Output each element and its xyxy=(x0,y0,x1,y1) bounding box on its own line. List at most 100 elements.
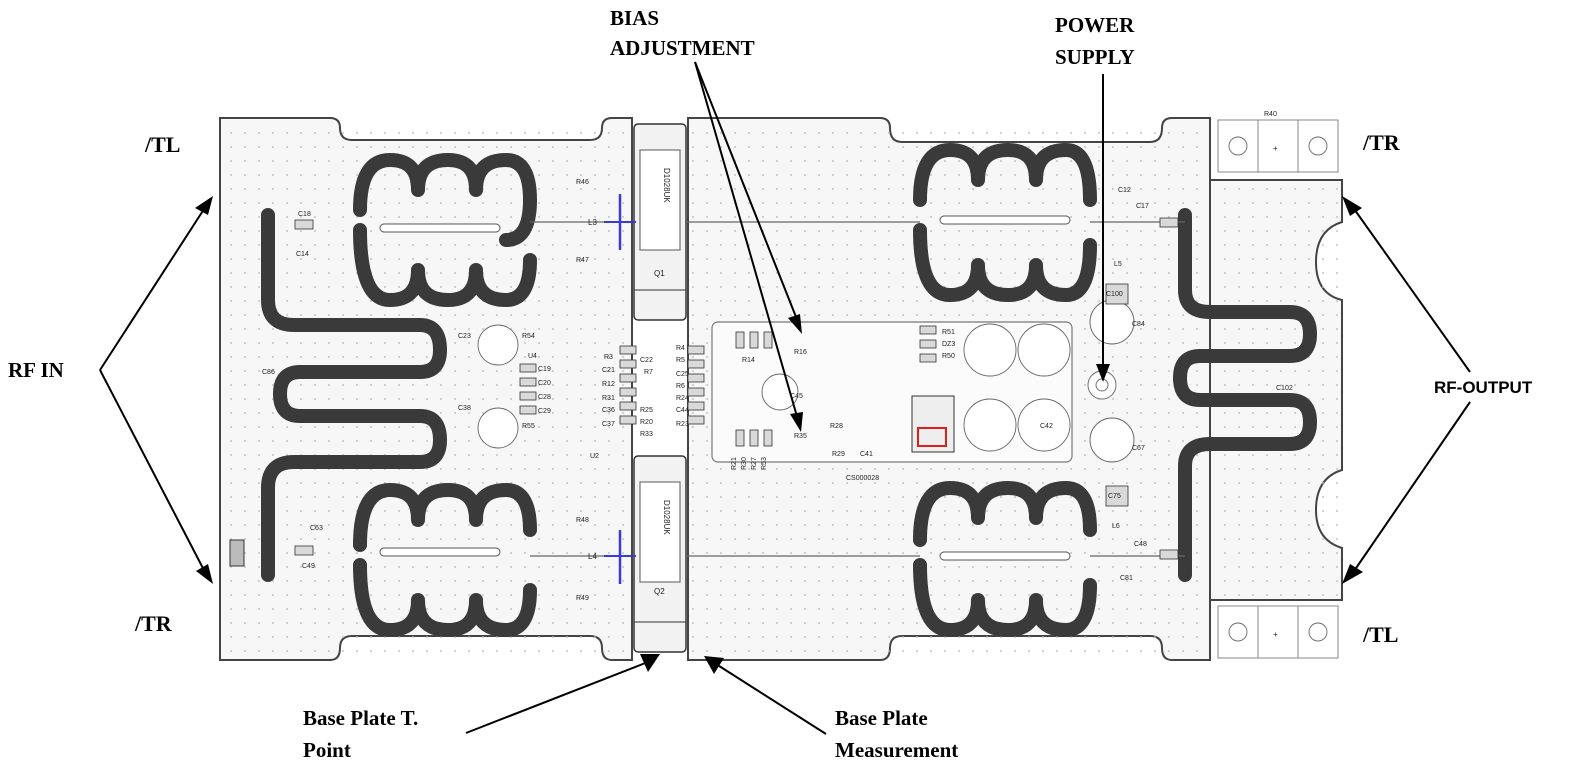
ref-c17: C17 xyxy=(1136,203,1149,210)
pcb-board xyxy=(219,117,1343,661)
board-code: CS000028 xyxy=(846,475,879,482)
rf-output-callout: RF-OUTPUT xyxy=(1342,196,1533,584)
ref-c67: C67 xyxy=(1132,445,1145,452)
ref-r48: R48 xyxy=(576,517,589,524)
ref-c48: C48 xyxy=(1134,541,1147,548)
ref-r33: R33 xyxy=(640,431,653,438)
input-upper-meander-b xyxy=(353,223,537,307)
output-lower-meander xyxy=(913,481,1097,547)
ref-r50: R50 xyxy=(942,353,955,360)
ref-r53: R53 xyxy=(761,457,768,470)
ref-r28: R28 xyxy=(830,423,843,430)
ref-c12: C12 xyxy=(1118,187,1131,194)
q2-reference: Q2 xyxy=(654,587,665,596)
rf-in-callout: RF IN xyxy=(8,196,213,584)
ref-c44: C44 xyxy=(676,407,689,414)
ref-r35: R35 xyxy=(794,433,807,440)
bias-trimmer xyxy=(911,395,955,453)
label-rf-output: RF-OUTPUT xyxy=(1434,378,1533,397)
label-tr-bottom-left: /TR xyxy=(134,611,173,636)
power-supply-callout: POWER SUPPLY xyxy=(1055,13,1135,382)
ref-c81: C81 xyxy=(1120,575,1133,582)
ref-r55: R55 xyxy=(522,423,535,430)
load-resistor-bottom: + xyxy=(1217,605,1339,659)
input-upper-meander xyxy=(353,153,537,247)
ref-r12: R12 xyxy=(602,381,615,388)
ref-c84: C84 xyxy=(1132,321,1145,328)
ref-l6: L6 xyxy=(1112,523,1120,530)
ref-c19: C19 xyxy=(538,366,551,373)
input-lower-meander-b xyxy=(353,558,537,637)
ref-r21: R21 xyxy=(731,457,738,470)
ref-r16: R16 xyxy=(794,349,807,356)
smd-pads xyxy=(229,217,1179,567)
inductor-l3: L3 xyxy=(588,194,636,250)
ref-c14: C14 xyxy=(296,251,309,258)
r40-label: R40 xyxy=(1264,111,1277,118)
label-base-m-line2: Measurement xyxy=(835,738,958,762)
ref-r6: R6 xyxy=(676,383,685,390)
ref-c49: C49 xyxy=(302,563,315,570)
ref-r51: R51 xyxy=(942,329,955,336)
ref-c45: C45 xyxy=(790,393,803,400)
output-upper-meander xyxy=(913,143,1097,207)
ref-r49: R49 xyxy=(576,595,589,602)
label-bias-line2: ADJUSTMENT xyxy=(610,36,755,60)
label-tl-top-left: /TL xyxy=(144,132,180,157)
base-plate-measurement-callout: Base Plate Measurement xyxy=(704,656,958,762)
label-rf-in: RF IN xyxy=(8,358,64,382)
l3-label: L3 xyxy=(588,218,597,227)
ref-r47: R47 xyxy=(576,257,589,264)
ref-r54: R54 xyxy=(522,333,535,340)
base-m-arrowhead xyxy=(704,656,724,674)
ref-r31: R31 xyxy=(602,395,615,402)
ref-r3: R3 xyxy=(604,354,613,361)
transistor-q2: D1028UK Q2 xyxy=(633,455,687,653)
inductor-l4: L4 xyxy=(588,530,636,584)
ref-c36: C36 xyxy=(602,407,615,414)
output-section-texture xyxy=(1212,182,1340,598)
ref-dz3: DZ3 xyxy=(942,341,955,348)
q1-reference: Q1 xyxy=(654,269,665,278)
ref-c37: C37 xyxy=(602,421,615,428)
ref-r30: R30 xyxy=(741,457,748,470)
ref-c42: C42 xyxy=(1040,423,1053,430)
label-tr-top-right: /TR xyxy=(1362,130,1401,155)
ref-c41: C41 xyxy=(860,451,873,458)
ref-c22: C22 xyxy=(640,357,653,364)
label-base-t-line1: Base Plate T. xyxy=(303,706,418,730)
ref-r23: R23 xyxy=(676,421,689,428)
ref-c63: C63 xyxy=(310,525,323,532)
bias-arrowhead-lower xyxy=(790,412,803,432)
input-lower-meander xyxy=(353,483,537,552)
ref-r25: R25 xyxy=(640,407,653,414)
ref-c38: C38 xyxy=(458,405,471,412)
output-upper-meander-b xyxy=(913,223,1097,302)
ref-c25: C25 xyxy=(676,371,689,378)
label-base-t-line2: Point xyxy=(303,738,351,762)
ref-u2: U2 xyxy=(590,453,599,460)
input-upper-slot xyxy=(379,223,501,233)
transistor-q1: D1028UK Q1 xyxy=(633,123,687,321)
ref-r20: R20 xyxy=(640,419,653,426)
power-supply-arrowhead xyxy=(1096,364,1110,382)
output-combiner-trace xyxy=(1173,208,1317,582)
output-upper-slot xyxy=(939,215,1071,225)
electrolytic-capacitors xyxy=(477,299,1135,463)
l4-label: L4 xyxy=(588,552,597,561)
label-power-line2: SUPPLY xyxy=(1055,45,1135,69)
ref-r7: R7 xyxy=(644,369,653,376)
label-power-line1: POWER xyxy=(1055,13,1135,37)
output-lower-meander-b xyxy=(913,558,1097,637)
ref-c86: C86 xyxy=(262,369,275,376)
input-board-texture xyxy=(222,120,630,658)
load-resistor-top: + R40 xyxy=(1217,111,1339,173)
ref-r24: R24 xyxy=(676,395,689,402)
ref-c28: C28 xyxy=(538,394,551,401)
base-plate-t-point-callout: Base Plate T. Point xyxy=(303,654,660,762)
label-bias-line1: BIAS xyxy=(610,6,659,30)
ref-c29: C29 xyxy=(538,408,551,415)
rf-in-arrowhead-bottom xyxy=(196,564,213,584)
ref-c20: C20 xyxy=(538,380,551,387)
